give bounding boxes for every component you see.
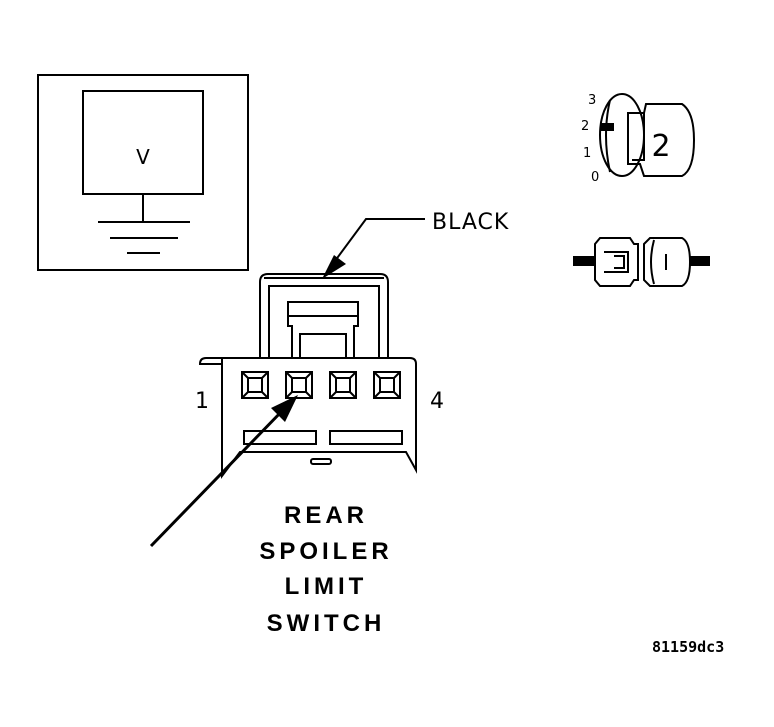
connector-side-rib [198,357,222,365]
cavity-2 [285,371,313,399]
probe-leader [149,408,285,548]
pin-last-label: 4 [430,389,444,414]
cavity-4 [373,371,401,399]
connector-pair-icon [573,237,710,287]
connector-pair-female-edge [650,239,655,285]
connector-pair-male-tab [604,251,629,273]
component-title-line-2: SPOILER [259,538,392,565]
connector-key-slot [310,458,332,465]
ignition-cylinder-edge [605,99,611,173]
voltmeter-symbol [37,74,249,271]
component-title-line-4: SWITCH [267,610,386,637]
ignition-key-position-label: 2 [651,129,670,164]
voltmeter-display [82,90,204,195]
cavity-1 [241,371,269,399]
wire-callout-leader [331,218,425,266]
connector-pair-wire-right [690,256,710,266]
voltmeter-frame [37,74,249,271]
wire-callout [331,218,425,266]
ignition-position-1: 1 [583,146,591,161]
connector-pair-wire-left [573,256,595,266]
ignition-position-2: 2 [581,119,589,134]
connector-slot-left [243,430,317,445]
pin-first-label: 1 [195,389,209,414]
component-title-line-1: REAR [284,502,368,529]
connector-pair-female [643,237,692,287]
component-title-line-3: LIMIT [285,573,368,600]
cavity-3 [329,371,357,399]
connector-lock-hood-inner [268,285,380,358]
figure-code: 81159dc3 [652,638,724,656]
wire-callout-arrowhead [322,255,346,279]
voltmeter-display-label: V [136,145,150,169]
connector-latch-inner [299,333,347,358]
connector-latch [287,301,359,358]
connector-slot-right [329,430,403,445]
connector-lock-hood-outer [259,273,389,358]
ignition-key-shoulder [632,113,645,161]
connector-cavities [241,371,401,399]
connector-pair-male [594,237,639,287]
connector-body [198,273,417,479]
probe-arrowhead [271,395,298,422]
wire-color-label: BLACK [432,210,509,235]
ignition-position-3: 3 [588,93,596,108]
ignition-key-head [627,103,696,177]
ignition-key-pointer [601,123,614,131]
ignition-switch-icon: 3 2 1 0 2 [581,93,696,185]
ignition-position-0: 0 [591,170,599,185]
